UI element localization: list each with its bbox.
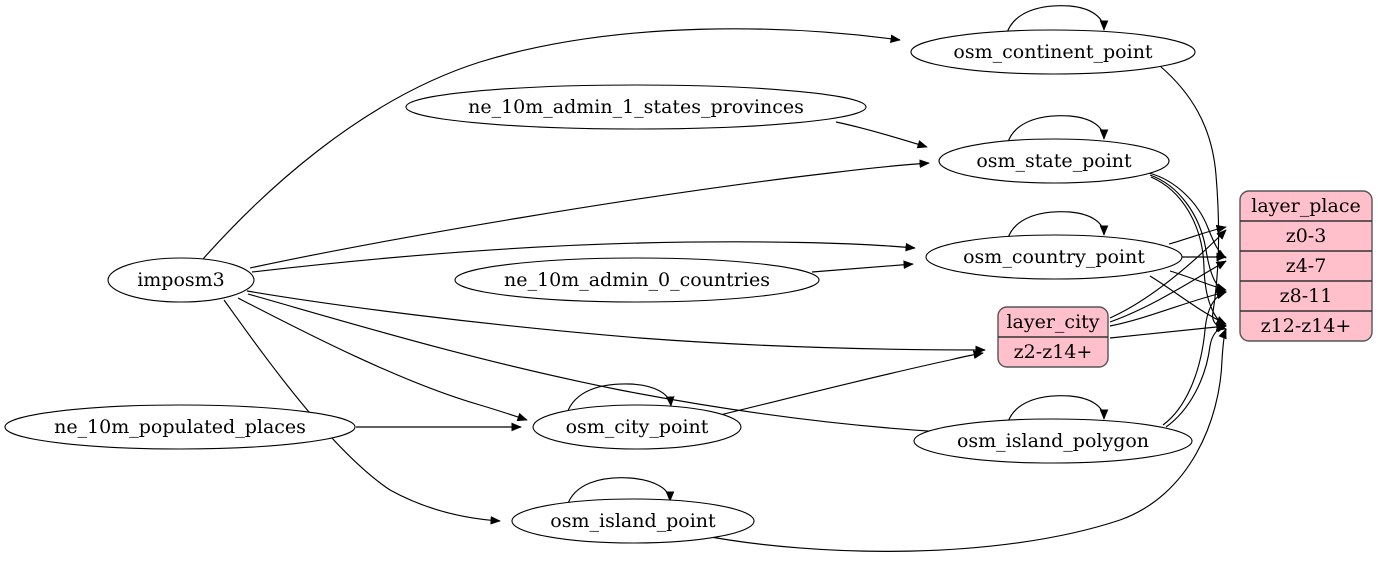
node-label-osm_continent_point: osm_continent_point: [953, 41, 1153, 63]
record-header-layer_city: layer_city: [1006, 311, 1099, 333]
node-osm_state_point[interactable]: osm_state_point: [938, 138, 1170, 184]
self-loop-osm_state_point: [1006, 115, 1109, 146]
edge-imposm3-to-layer_city: [246, 290, 986, 355]
node-label-osm_island_point: osm_island_point: [550, 510, 716, 532]
edge-layer_city-to-layer_place-z0-3: [1109, 229, 1227, 319]
edge-imposm3-to-osm_continent_point: [202, 28, 901, 260]
edge-imposm3-to-osm_city_point: [237, 297, 528, 422]
self-loop-osm_continent_point: [1005, 5, 1109, 37]
node-osm_island_point[interactable]: osm_island_point: [511, 498, 755, 544]
edge-osm_country_point-to-layer_place-z0-3: [1168, 224, 1227, 245]
node-osm_city_point[interactable]: osm_city_point: [532, 404, 742, 450]
node-label-imposm3: imposm3: [137, 269, 225, 291]
node-label-ne_10m_populated_places: ne_10m_populated_places: [54, 416, 306, 438]
record-node-layer_city[interactable]: layer_city z2-z14+: [997, 306, 1109, 368]
edge-osm_state_point-to-layer_place-z8-11: [1149, 174, 1227, 293]
node-label-ne_10m_admin_0_countries: ne_10m_admin_0_countries: [504, 269, 770, 291]
node-osm_continent_point[interactable]: osm_continent_point: [910, 29, 1196, 75]
edge-imposm3-to-osm_island_polygon: [247, 293, 986, 438]
edge-layer_city-to-layer_place-z8-11: [1109, 289, 1227, 327]
node-layer: osm_continent_point ne_10m_admin_1_state…: [4, 29, 1196, 544]
edge-ne_10m_admin_0_countries-to-osm_country_point: [811, 260, 914, 273]
node-label-osm_island_polygon: osm_island_polygon: [957, 430, 1149, 452]
node-ne_10m_populated_places[interactable]: ne_10m_populated_places: [4, 404, 356, 450]
edge-imposm3-to-osm_island_point: [223, 299, 501, 525]
node-imposm3[interactable]: imposm3: [107, 257, 255, 303]
node-label-ne_10m_admin_1_states_provinces: ne_10m_admin_1_states_provinces: [468, 96, 804, 118]
record-row-layer_place-z4-7[interactable]: z4-7: [1286, 255, 1327, 277]
self-loop-osm_island_polygon: [1006, 395, 1109, 426]
edge-osm_country_point-to-layer_place-z12-z14: [1149, 275, 1227, 325]
edge-osm_state_point-to-layer_place-z4-7: [1148, 172, 1227, 259]
record-row-layer_place-z12-z14plus[interactable]: z12-z14+: [1261, 315, 1352, 337]
edge-layer_city-to-layer_place-z12-z14: [1109, 322, 1227, 339]
edge-layer: [202, 5, 1227, 552]
record-row-layer_place-z0-3[interactable]: z0-3: [1286, 225, 1327, 247]
record-row-layer_place-z8-11[interactable]: z8-11: [1280, 285, 1333, 307]
node-label-osm_country_point: osm_country_point: [963, 246, 1145, 268]
edge-osm_city_point-to-layer_city: [719, 350, 984, 416]
node-osm_country_point[interactable]: osm_country_point: [925, 234, 1183, 280]
record-layer: layer_place z0-3 z4-7 z8-11 z12-z14+ lay…: [997, 190, 1373, 368]
edge-osm_island_polygon-to-layer_place-z8-11: [1162, 290, 1227, 426]
self-loop-osm_city_point: [566, 383, 675, 414]
edge-osm_country_point-to-layer_place-z8-11: [1169, 270, 1227, 292]
record-node-layer_place[interactable]: layer_place z0-3 z4-7 z8-11 z12-z14+: [1239, 190, 1373, 342]
edge-osm_island_point-to-layer_place-z12-z14: [699, 328, 1227, 552]
self-loop-osm_island_point: [566, 477, 675, 507]
self-loop-osm_country_point: [1006, 211, 1109, 242]
node-osm_island_polygon[interactable]: osm_island_polygon: [913, 418, 1193, 464]
edge-osm_state_point-to-layer_place-z12-z14: [1150, 176, 1227, 327]
edge-layer_city-to-layer_place-z4-7: [1109, 260, 1227, 323]
edge-ne_10m_admin_1_states_provinces-to-osm_state_point: [835, 121, 928, 149]
node-ne_10m_admin_0_countries[interactable]: ne_10m_admin_0_countries: [454, 257, 820, 303]
node-label-osm_city_point: osm_city_point: [566, 416, 709, 438]
edge-imposm3-to-osm_state_point: [249, 159, 930, 269]
edge-osm_island_polygon-to-layer_place-z12-z14: [1165, 324, 1227, 428]
record-header-layer_place: layer_place: [1251, 195, 1360, 217]
node-label-osm_state_point: osm_state_point: [976, 150, 1132, 172]
edge-imposm3-to-osm_country_point: [251, 241, 916, 273]
record-row-layer_city-z2-z14plus[interactable]: z2-z14+: [1014, 341, 1093, 363]
node-ne_10m_admin_1_states_provinces[interactable]: ne_10m_admin_1_states_provinces: [405, 84, 867, 130]
